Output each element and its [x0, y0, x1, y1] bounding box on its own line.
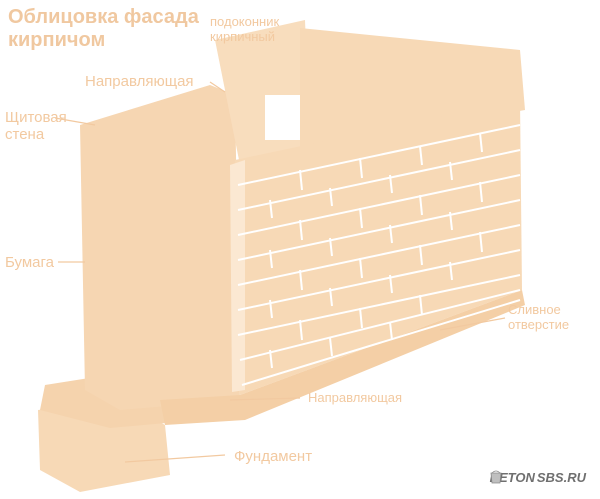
- label-paper: Бумага: [5, 254, 54, 271]
- panel-wall: [80, 85, 240, 410]
- leader-lines: [54, 81, 506, 463]
- mortar-lines: [237, 124, 521, 386]
- label-drain-hole: Сливное отверстие: [508, 302, 570, 332]
- label-sill: подоконник кирпичный: [210, 14, 280, 44]
- label-foundation: Фундамент: [234, 448, 313, 465]
- diagram-title: Облицовка фасада кирпичом: [8, 6, 199, 51]
- brick-facade-base: [160, 290, 525, 425]
- watermark: BETON SBS.RU: [490, 470, 586, 485]
- bucket-icon: [490, 470, 502, 484]
- air-gap: [230, 160, 245, 392]
- label-guide-top: Направляющая: [85, 73, 194, 90]
- window-opening: [265, 95, 303, 140]
- watermark-right: SBS.RU: [536, 470, 586, 485]
- label-panel-wall: Щитовая стена: [5, 109, 67, 143]
- label-guide-bottom: Направляющая: [308, 390, 403, 405]
